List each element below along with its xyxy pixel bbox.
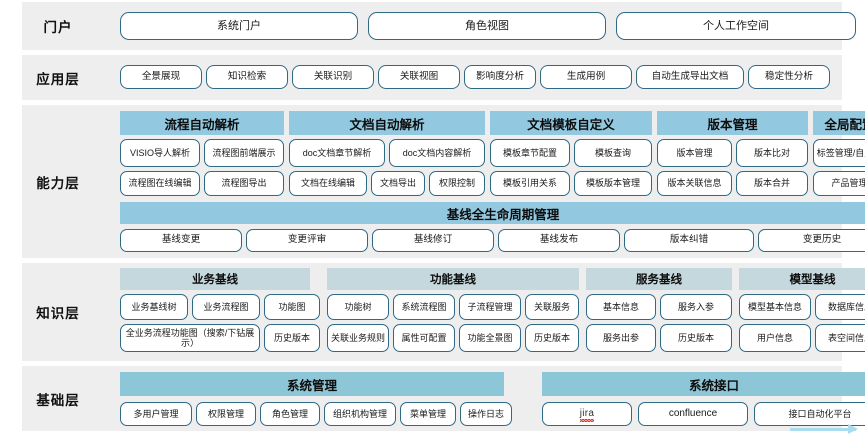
row-body-knowledge: 业务基线 业务基线树 业务流程图 功能图 全业务流程功能图（搜索/下钻展示） 历… [96, 263, 865, 361]
capability-item-template-query[interactable]: 模板查询 [574, 139, 652, 167]
knowledge-item-business-flowchart[interactable]: 业务流程图 [192, 294, 260, 320]
base-item-multi-user-manage[interactable]: 多用户管理 [120, 402, 192, 426]
knowledge-item-model-basic-info[interactable]: 模型基本信息 [739, 294, 811, 320]
base-item-permission-manage[interactable]: 权限管理 [196, 402, 256, 426]
capability-item-template-chapter-config[interactable]: 模板章节配置 [490, 139, 570, 167]
lifecycle-item-baseline-release[interactable]: 基线发布 [498, 229, 620, 252]
knowledge-item-function-tree[interactable]: 功能树 [327, 294, 389, 320]
app-item-relation-identify[interactable]: 关联识别 [292, 65, 374, 89]
knowledge-group-title-business-baseline: 业务基线 [120, 268, 310, 290]
row-capability: 能力层 流程自动解析 VISIO导人解析 流程图前端展示 流程图在线编辑 流程图… [22, 105, 865, 258]
knowledge-item-database-info[interactable]: 数据库信息 [815, 294, 865, 320]
lifecycle-item-baseline-revise[interactable]: 基线修订 [372, 229, 494, 252]
base-item-interface-automation-platform[interactable]: 接口自动化平台 [754, 402, 865, 426]
capability-lifecycle-title: 基线全生命周期管理 [120, 202, 865, 224]
capability-item-flowchart-export[interactable]: 流程图导出 [204, 171, 284, 196]
knowledge-item-service-output-param[interactable]: 服务出参 [586, 324, 656, 352]
capability-item-product-manage[interactable]: 产品管理 [813, 171, 865, 196]
app-item-relation-view[interactable]: 关联视图 [378, 65, 460, 89]
capability-item-doc-chapter-parse[interactable]: doc文档章节解析 [289, 139, 385, 167]
row-body-capability: 流程自动解析 VISIO导人解析 流程图前端展示 流程图在线编辑 流程图导出 文… [96, 105, 865, 258]
row-application: 应用层 全景展现 知识检索 关联识别 关联视图 影响度分析 生成用例 自动生成导… [22, 55, 842, 100]
knowledge-item-function-chart[interactable]: 功能图 [264, 294, 320, 320]
row-label-knowledge: 知识层 [36, 306, 80, 321]
base-item-jira[interactable]: jira [542, 402, 632, 426]
row-label-portal: 门户 [43, 20, 73, 35]
knowledge-item-full-business-flow-function-chart[interactable]: 全业务流程功能图（搜索/下钻展示） [120, 324, 260, 352]
capability-group-title-process-parse: 流程自动解析 [120, 111, 284, 135]
portal-item-personal-workspace[interactable]: 个人工作空间 [616, 12, 856, 40]
knowledge-item-related-business-rule[interactable]: 关联业务规则 [327, 324, 389, 352]
base-item-operation-log[interactable]: 操作日志 [460, 402, 512, 426]
lifecycle-item-version-correction[interactable]: 版本纠错 [624, 229, 754, 252]
lifecycle-item-change-review[interactable]: 变更评审 [246, 229, 368, 252]
app-item-generate-case[interactable]: 生成用例 [540, 65, 632, 89]
base-group-title-system-manage: 系统管理 [120, 372, 504, 396]
knowledge-item-user-info[interactable]: 用户信息 [739, 324, 811, 352]
knowledge-item-related-service[interactable]: 关联服务 [525, 294, 579, 320]
base-item-org-structure-manage[interactable]: 组织机构管理 [324, 402, 396, 426]
row-body-base: 系统管理 多用户管理 权限管理 角色管理 组织机构管理 菜单管理 操作日志 系统… [96, 366, 865, 431]
capability-item-flowchart-frontend-display[interactable]: 流程图前端展示 [204, 139, 284, 167]
capability-item-doc-online-edit[interactable]: 文档在线编辑 [289, 171, 367, 196]
capability-item-template-version-manage[interactable]: 模板版本管理 [574, 171, 652, 196]
knowledge-group-title-model-baseline: 模型基线 [739, 268, 865, 290]
capability-item-visio-import-parse[interactable]: VISIO导人解析 [120, 139, 200, 167]
capability-item-template-reference-relation[interactable]: 模板引用关系 [490, 171, 570, 196]
app-item-knowledge-search[interactable]: 知识检索 [206, 65, 288, 89]
capability-item-version-compare[interactable]: 版本比对 [736, 139, 808, 167]
knowledge-item-business-history-version[interactable]: 历史版本 [264, 324, 320, 352]
knowledge-item-subflow-manage[interactable]: 子流程管理 [459, 294, 521, 320]
capability-item-doc-content-parse[interactable]: doc文档内容解析 [389, 139, 485, 167]
lifecycle-item-baseline-change[interactable]: 基线变更 [120, 229, 242, 252]
app-item-panorama[interactable]: 全景展现 [120, 65, 202, 89]
capability-item-permission-control[interactable]: 权限控制 [429, 171, 485, 196]
capability-item-version-merge[interactable]: 版本合并 [736, 171, 808, 196]
row-label-base: 基础层 [36, 392, 80, 408]
capability-item-version-manage[interactable]: 版本管理 [657, 139, 732, 167]
capability-group-title-doc-parse: 文档自动解析 [289, 111, 485, 135]
knowledge-item-service-input-param[interactable]: 服务入参 [660, 294, 732, 320]
knowledge-group-title-service-baseline: 服务基线 [586, 268, 732, 290]
capability-item-tag-manage-custom[interactable]: 标签管理/自定义 [813, 139, 865, 167]
row-base: 基础层 系统管理 多用户管理 权限管理 角色管理 组织机构管理 菜单管理 操作日… [22, 366, 865, 431]
capability-group-title-doc-template: 文档模板自定义 [490, 111, 652, 135]
portal-item-system-portal[interactable]: 系统门户 [120, 12, 358, 40]
row-label-capability: 能力层 [36, 175, 80, 191]
app-item-auto-export-doc[interactable]: 自动生成导出文档 [636, 65, 744, 89]
knowledge-item-system-flowchart[interactable]: 系统流程图 [393, 294, 455, 320]
row-label-application: 应用层 [36, 71, 80, 87]
capability-item-flowchart-online-edit[interactable]: 流程图在线编辑 [120, 171, 200, 196]
base-item-role-manage[interactable]: 角色管理 [260, 402, 320, 426]
knowledge-group-title-function-baseline: 功能基线 [327, 268, 579, 290]
base-group-title-system-interface: 系统接口 [542, 372, 865, 396]
capability-item-doc-export[interactable]: 文档导出 [371, 171, 425, 196]
decorative-arrow-head [848, 424, 858, 434]
decorative-arrow-line [790, 428, 856, 431]
capability-group-title-global-config: 全局配置 [813, 111, 865, 135]
knowledge-item-function-history-version[interactable]: 历史版本 [525, 324, 579, 352]
knowledge-item-service-history-version[interactable]: 历史版本 [660, 324, 732, 352]
knowledge-item-business-baseline-tree[interactable]: 业务基线树 [120, 294, 188, 320]
lifecycle-item-change-history[interactable]: 变更历史 [758, 229, 865, 252]
row-portal: 门户 系统门户 角色视图 个人工作空间 [22, 2, 856, 50]
capability-item-version-relation-info[interactable]: 版本关联信息 [657, 171, 732, 196]
app-item-stability-analysis[interactable]: 稳定性分析 [748, 65, 830, 89]
knowledge-item-tablespace-info[interactable]: 表空间信息 [815, 324, 865, 352]
portal-item-role-view[interactable]: 角色视图 [368, 12, 606, 40]
app-item-impact-analysis[interactable]: 影响度分析 [464, 65, 536, 89]
knowledge-item-function-panorama[interactable]: 功能全景图 [459, 324, 521, 352]
row-body-application: 全景展现 知识检索 关联识别 关联视图 影响度分析 生成用例 自动生成导出文档 … [96, 55, 842, 100]
jira-label: jira [579, 407, 595, 422]
row-body-portal: 系统门户 角色视图 个人工作空间 [96, 2, 856, 50]
knowledge-item-service-basic-info[interactable]: 基本信息 [586, 294, 656, 320]
base-item-menu-manage[interactable]: 菜单管理 [400, 402, 456, 426]
base-item-confluence[interactable]: confluence [638, 402, 748, 426]
capability-group-title-version-manage: 版本管理 [657, 111, 808, 135]
row-knowledge: 知识层 业务基线 业务基线树 业务流程图 功能图 全业务流程功能图（搜索/下钻展… [22, 263, 865, 361]
knowledge-item-attribute-configurable[interactable]: 属性可配置 [393, 324, 455, 352]
